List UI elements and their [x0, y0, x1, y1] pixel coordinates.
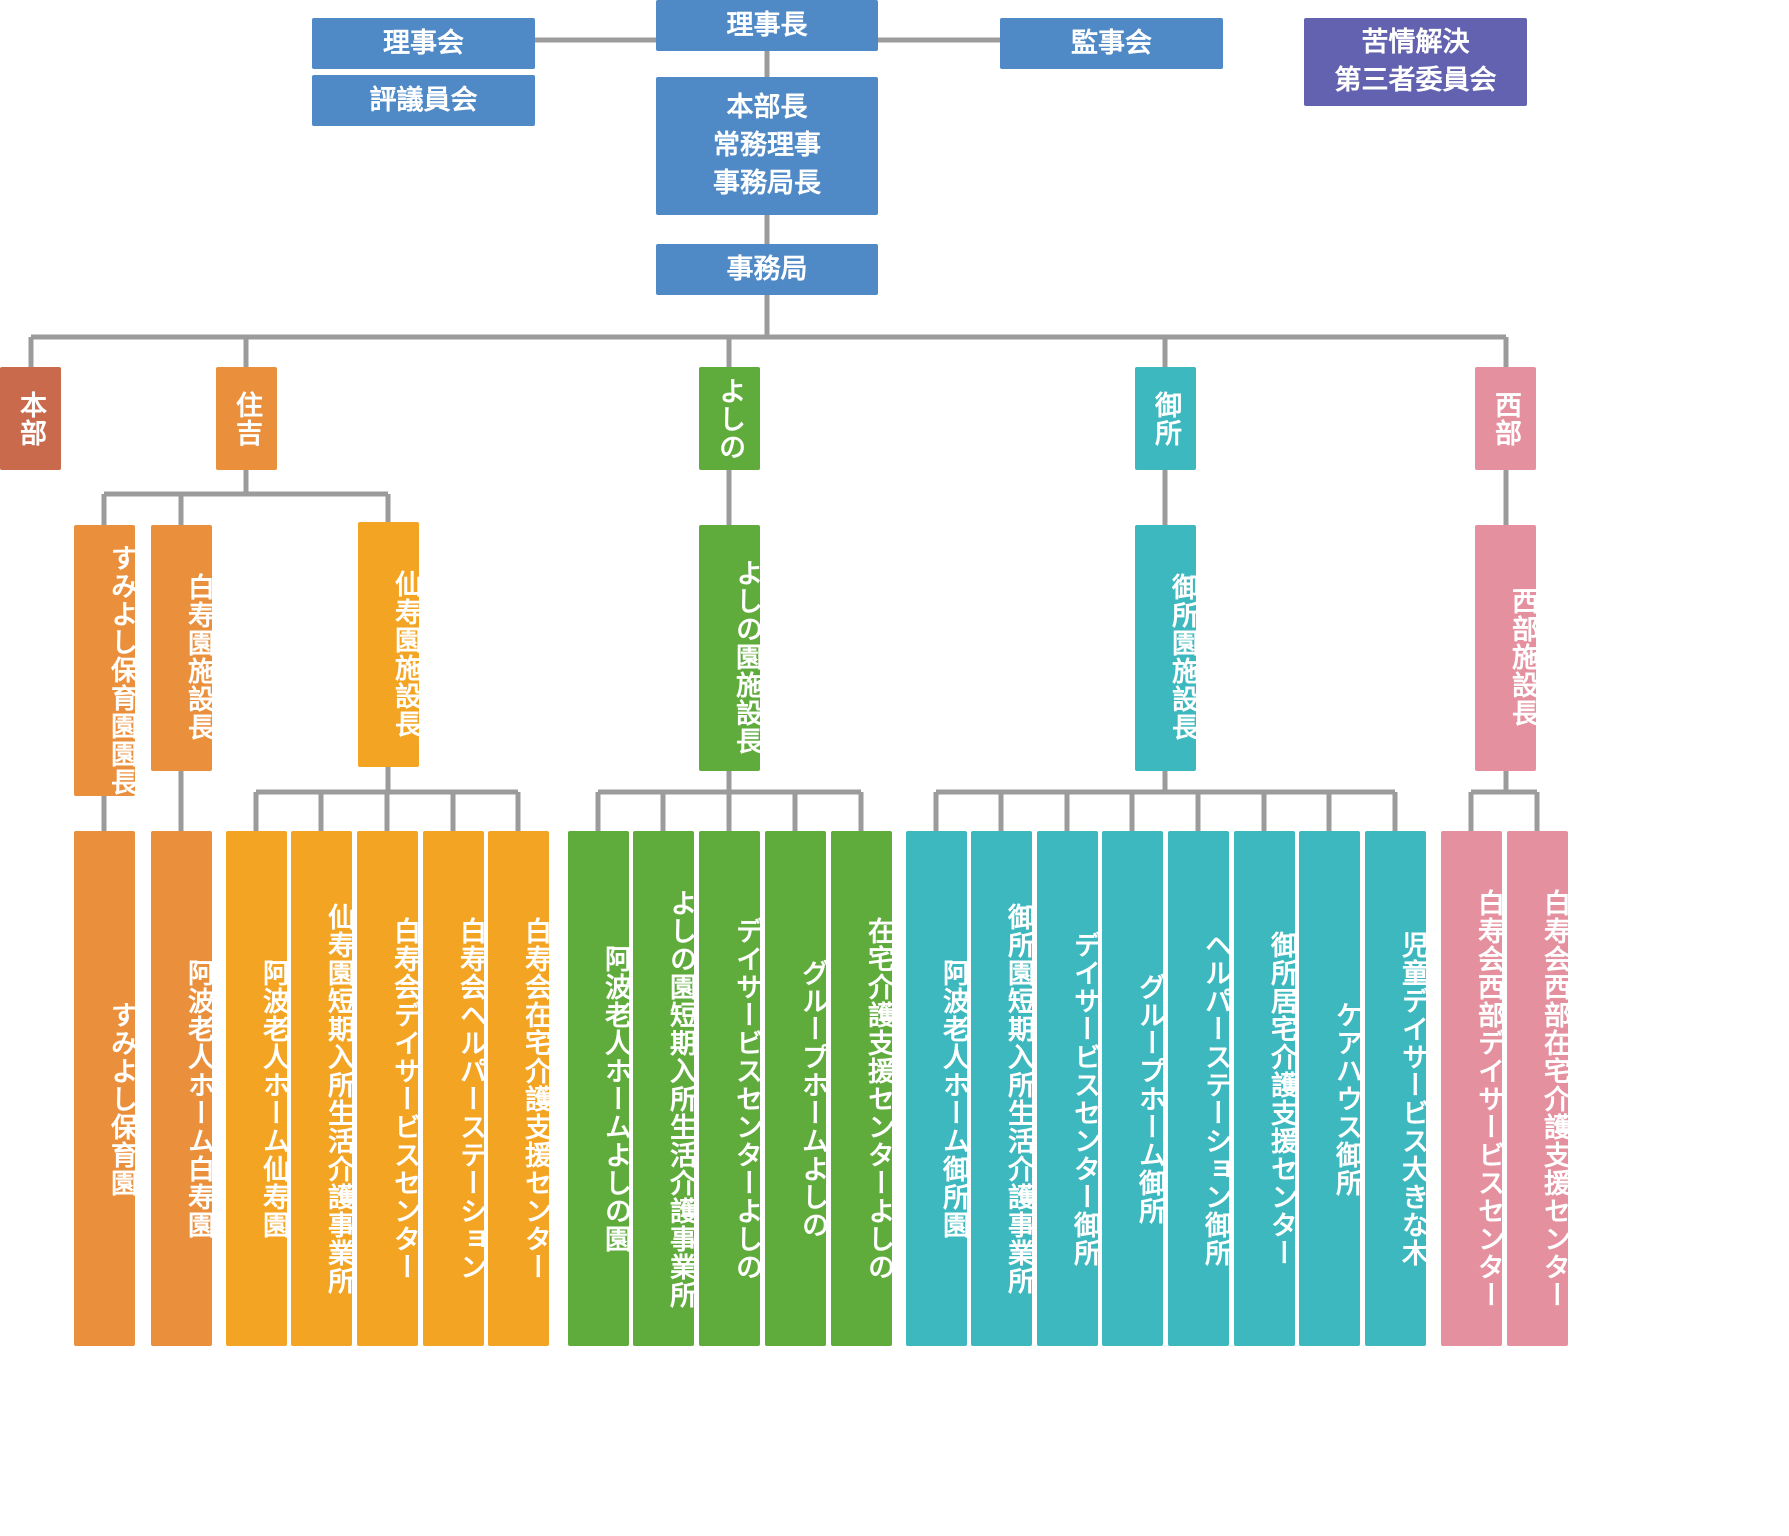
facility-hakujukai-helper: 白寿会ヘルパーステーション — [423, 831, 486, 1346]
facility-hakujuen: 阿波老人ホーム白寿園 — [151, 831, 214, 1346]
region-gosho: 御所 — [1135, 367, 1196, 470]
facility-goshoen-shortstay: 御所園短期入所生活介護事業所 — [971, 831, 1034, 1346]
chairman-box: 理事長 — [656, 0, 878, 51]
facility-yoshinoen-shortstay: よしの園短期入所生活介護事業所 — [633, 831, 696, 1346]
facility-gosho-dayservice: デイサービスセンター御所 — [1037, 831, 1100, 1346]
secretariat-box: 事務局 — [656, 244, 878, 295]
facility-yoshino-dayservice: デイサービスセンターよしの — [699, 831, 762, 1346]
manager-senjuen: 仙寿園施設長 — [358, 522, 421, 767]
facility-seibu-dayservice: 白寿会西部デイサービスセンター — [1441, 831, 1504, 1346]
facility-children-dayservice: 児童デイサービス大きな木 — [1365, 831, 1428, 1346]
facility-senjuen: 阿波老人ホーム仙寿園 — [226, 831, 289, 1346]
facility-gosho-grouphome: グループホーム御所 — [1102, 831, 1165, 1346]
facility-hakujukai-dayservice: 白寿会デイサービスセンター — [357, 831, 420, 1346]
facility-gosho-helper: ヘルパーステーション御所 — [1168, 831, 1231, 1346]
executive-box: 本部長 常務理事 事務局長 — [656, 77, 878, 215]
facility-yoshinoen: 阿波老人ホームよしの園 — [568, 831, 631, 1346]
facility-sumiyoshi-nursery: すみよし保育園 — [74, 831, 137, 1346]
connector-lines — [28, 37, 1540, 831]
facility-yoshino-homecare: 在宅介護支援センターよしの — [831, 831, 894, 1346]
facility-goshoen: 阿波老人ホーム御所園 — [906, 831, 969, 1346]
manager-goshoen: 御所園施設長 — [1135, 525, 1198, 771]
auditors-box: 監事会 — [1000, 18, 1223, 69]
facility-gosho-carehouse: ケアハウス御所 — [1299, 831, 1362, 1346]
facility-yoshino-grouphome: グループホームよしの — [765, 831, 828, 1346]
region-honbu: 本部 — [0, 367, 61, 470]
facility-hakujukai-homecare: 白寿会在宅介護支援センター — [488, 831, 551, 1346]
manager-seibu: 西部施設長 — [1475, 525, 1538, 771]
manager-yoshinoen: よしの園施設長 — [699, 525, 762, 771]
manager-hakujuen: 白寿園施設長 — [151, 525, 214, 771]
manager-sumiyoshi-nursery: すみよし保育園園長 — [74, 525, 137, 796]
org-chart: 理事長 理事会 評議員会 監事会 苦情解決 第三者委員会 本部長 常務理事 事務… — [0, 0, 1568, 1346]
facility-senjuen-shortstay: 仙寿園短期入所生活介護事業所 — [291, 831, 354, 1346]
facility-seibu-homecare: 白寿会西部在宅介護支援センター — [1507, 831, 1568, 1346]
facility-gosho-homecare: 御所居宅介護支援センター — [1234, 831, 1297, 1346]
council-box: 評議員会 — [312, 75, 535, 126]
region-yoshino: よしの — [699, 367, 760, 470]
region-sumiyoshi: 住吉 — [216, 367, 277, 470]
region-seibu: 西部 — [1475, 367, 1536, 470]
board-box: 理事会 — [312, 18, 535, 69]
complaints-committee-box: 苦情解決 第三者委員会 — [1304, 18, 1527, 106]
